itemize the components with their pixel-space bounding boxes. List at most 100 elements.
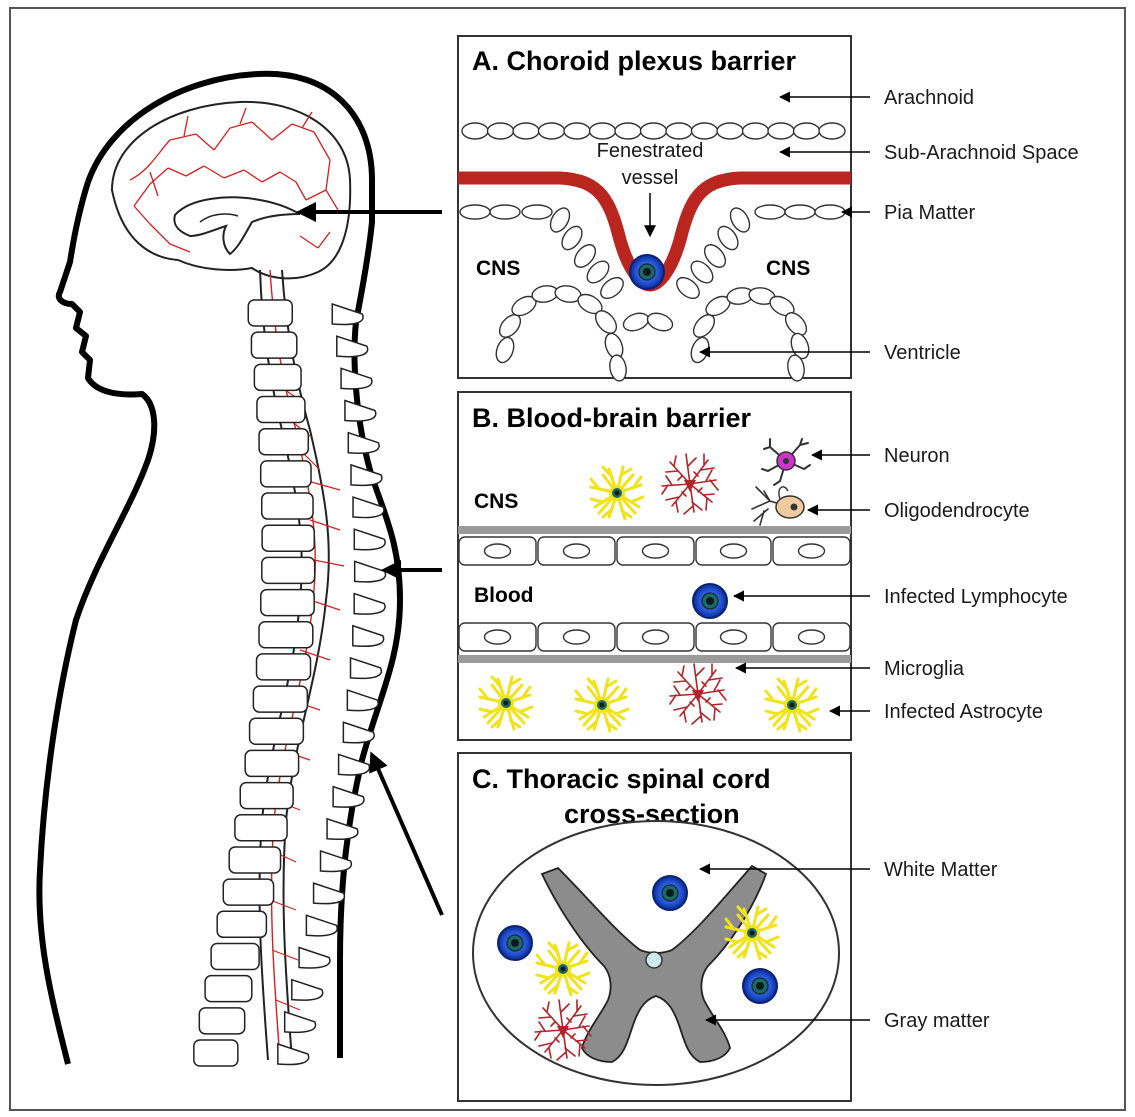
vertebra-body: [261, 590, 314, 616]
label-gray-matter: Gray matter: [884, 1010, 990, 1032]
arachnoid-cell: [564, 123, 590, 139]
panel-a: A. Choroid plexus barrier Fenestrated ve…: [458, 36, 851, 382]
label-infected-lymphocyte: Infected Lymphocyte: [884, 586, 1068, 608]
endothelial-nucleus: [721, 544, 747, 558]
panel-c: C. Thoracic spinal cord cross-section: [458, 753, 851, 1101]
vertebra-body: [245, 750, 298, 776]
arachnoid-cell: [590, 123, 616, 139]
endothelial-nucleus: [721, 630, 747, 644]
spinous-process: [285, 1012, 316, 1033]
arachnoid-cell: [717, 123, 743, 139]
central-canal: [646, 952, 662, 968]
arachnoid-cell: [513, 123, 539, 139]
panel-b-title: B. Blood-brain barrier: [472, 403, 752, 433]
panel-a-title: A. Choroid plexus barrier: [472, 46, 797, 76]
vertebra-body: [257, 654, 311, 680]
pia-cell: [522, 205, 552, 219]
endothelial-nucleus: [643, 544, 669, 558]
blood-label: Blood: [474, 584, 533, 607]
vertebra-body: [199, 1008, 244, 1034]
pia-cell: [815, 205, 845, 219]
basement-membrane-top: [458, 526, 851, 534]
spinal-column: [194, 270, 386, 1066]
lymphocyte-c3: [743, 969, 777, 1003]
pointer-arrows: [300, 212, 442, 915]
spinous-process: [327, 819, 358, 840]
arachnoid-cell: [615, 123, 641, 139]
spinous-process: [353, 626, 384, 647]
vertebra-body: [259, 622, 313, 648]
brain: [112, 102, 350, 278]
spinous-process: [347, 690, 378, 711]
vertebra-body: [259, 429, 308, 455]
arachnoid-cell: [692, 123, 718, 139]
spinous-process: [333, 787, 364, 808]
pia-cell: [785, 205, 815, 219]
vertebra-body: [250, 718, 304, 744]
endothelial-nucleus: [564, 630, 590, 644]
vertebra-body: [248, 300, 292, 326]
spinous-process: [355, 561, 386, 582]
spinous-process: [278, 1044, 309, 1065]
vertebra-body: [254, 364, 301, 390]
vertebra-body: [205, 976, 252, 1002]
spinous-process: [299, 947, 330, 968]
vertebra-body: [262, 525, 314, 551]
lymphocyte-c1: [653, 876, 687, 910]
cns-left-label: CNS: [476, 257, 520, 280]
arachnoid-cell: [539, 123, 565, 139]
label-arachnoid: Arachnoid: [884, 87, 974, 109]
label-subarachnoid: Sub-Arachnoid Space: [884, 142, 1079, 164]
vertebra-body: [240, 783, 293, 809]
arachnoid-cell: [488, 123, 514, 139]
label-white-matter: White Matter: [884, 859, 998, 881]
spinous-process: [292, 980, 323, 1001]
arachnoid-cell: [819, 123, 845, 139]
vertebra-body: [261, 461, 311, 487]
cns-label-b: CNS: [474, 490, 518, 513]
arachnoid-cell: [768, 123, 794, 139]
endothelial-nucleus: [799, 630, 825, 644]
vertebra-body: [223, 879, 273, 905]
vertebra-body: [217, 911, 266, 937]
label-neuron: Neuron: [884, 445, 950, 467]
vertebra-body: [194, 1040, 238, 1066]
arachnoid-cell: [794, 123, 820, 139]
spinous-process: [351, 658, 382, 679]
vertebra-body: [262, 493, 313, 519]
endothelial-nucleus: [643, 630, 669, 644]
vertebra-body: [257, 397, 305, 423]
vertebra-body: [262, 557, 315, 583]
cns-right-label: CNS: [766, 257, 810, 280]
vertebra-body: [235, 815, 287, 841]
arachnoid-cell: [666, 123, 692, 139]
spinous-process: [306, 915, 337, 936]
lymphocyte-in-vessel: [630, 255, 664, 289]
vertebra-body: [251, 332, 296, 358]
endothelial-nucleus: [564, 544, 590, 558]
pia-cell: [490, 205, 520, 219]
fenestrated-label-2: vessel: [622, 167, 679, 189]
endothelial-nucleus: [485, 544, 511, 558]
lymphocyte-c2: [498, 926, 532, 960]
callout-labels: Arachnoid Sub-Arachnoid Space Pia Matter…: [884, 87, 1079, 1032]
label-infected-astrocyte: Infected Astrocyte: [884, 701, 1043, 723]
arachnoid-cell: [743, 123, 769, 139]
label-microglia: Microglia: [884, 658, 965, 680]
arachnoid-cell: [641, 123, 667, 139]
panel-c-title-1: C. Thoracic spinal cord: [472, 764, 771, 794]
pia-cell: [755, 205, 785, 219]
vertebra-body: [229, 847, 280, 873]
spinous-process: [354, 529, 385, 550]
spinous-process: [354, 594, 385, 615]
label-pia: Pia Matter: [884, 202, 975, 224]
pia-cell: [460, 205, 490, 219]
label-ventricle: Ventricle: [884, 342, 961, 364]
basement-membrane-bottom: [458, 655, 851, 663]
vertebra-body: [253, 686, 307, 712]
label-oligodendrocyte: Oligodendrocyte: [884, 500, 1030, 522]
endothelial-nucleus: [485, 630, 511, 644]
arachnoid-cell: [462, 123, 488, 139]
panel-b: B. Blood-brain barrier CNS Blood: [458, 392, 851, 740]
